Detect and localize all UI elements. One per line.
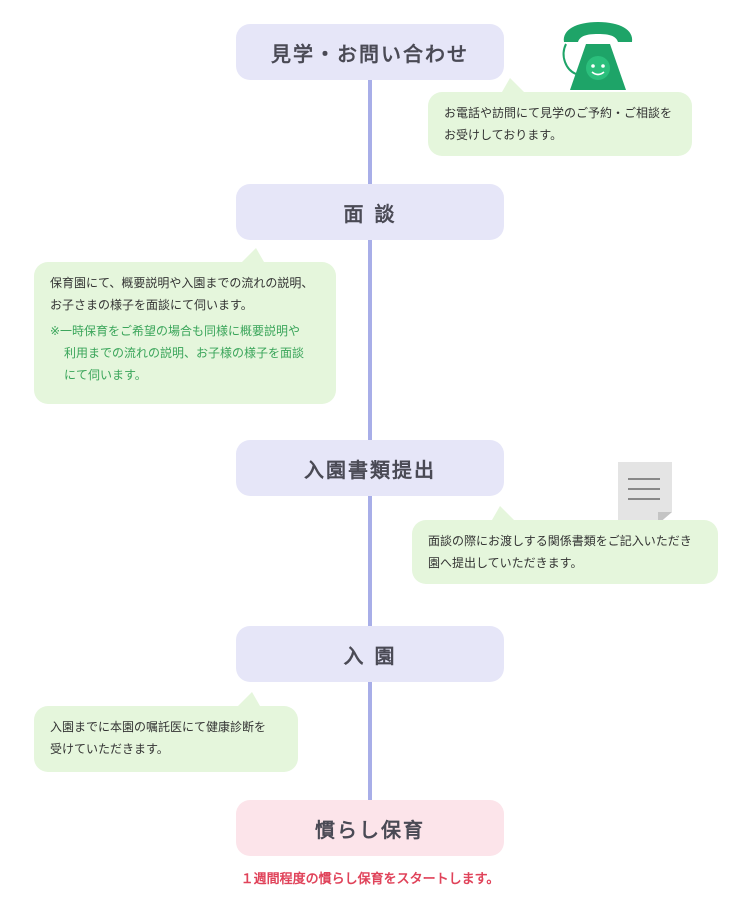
bubble-admission: 入園までに本園の嘱託医にて健康診断を 受けていただきます。 [34,692,298,772]
step-label: 面 談 [343,201,397,226]
bubble-interview-note: ※一時保育をご希望の場合も同様に概要説明や 利用までの流れの説明、お子様の様子を… [50,324,305,382]
step-label: 入 園 [343,643,397,668]
step-label: 入園書類提出 [304,457,436,482]
step-visit-inquiry: 見学・お問い合わせ [236,24,504,80]
final-note: １週間程度の慣らし保育をスタートします。 [240,872,500,887]
bubble-visit: お電話や訪問にて見学のご予約・ご相談を お受けしております。 [428,78,692,156]
step-label: 見学・お問い合わせ [271,41,469,66]
bubble-documents-text: 面談の際にお渡しする関係書類をご記入いただき 園へ提出していただきます。 [428,534,692,570]
step-submit-documents: 入園書類提出 [236,440,504,496]
step-admission: 入 園 [236,626,504,682]
step-label: 慣らし保育 [315,817,425,842]
step-acclimation-care: 慣らし保育 [236,800,504,856]
bubble-interview: 保育園にて、概要説明や入園までの流れの説明、 お子さまの様子を面談にて伺います。… [34,248,336,404]
phone-icon [556,16,640,96]
bubble-interview-text: 保育園にて、概要説明や入園までの流れの説明、 お子さまの様子を面談にて伺います。 [50,276,314,312]
bubble-visit-text: お電話や訪問にて見学のご予約・ご相談を お受けしております。 [444,106,673,142]
step-interview: 面 談 [236,184,504,240]
bubble-documents: 面談の際にお渡しする関係書類をご記入いただき 園へ提出していただきます。 [412,506,718,584]
bubble-admission-text: 入園までに本園の嘱託医にて健康診断を 受けていただきます。 [50,720,267,756]
document-icon [616,460,674,526]
